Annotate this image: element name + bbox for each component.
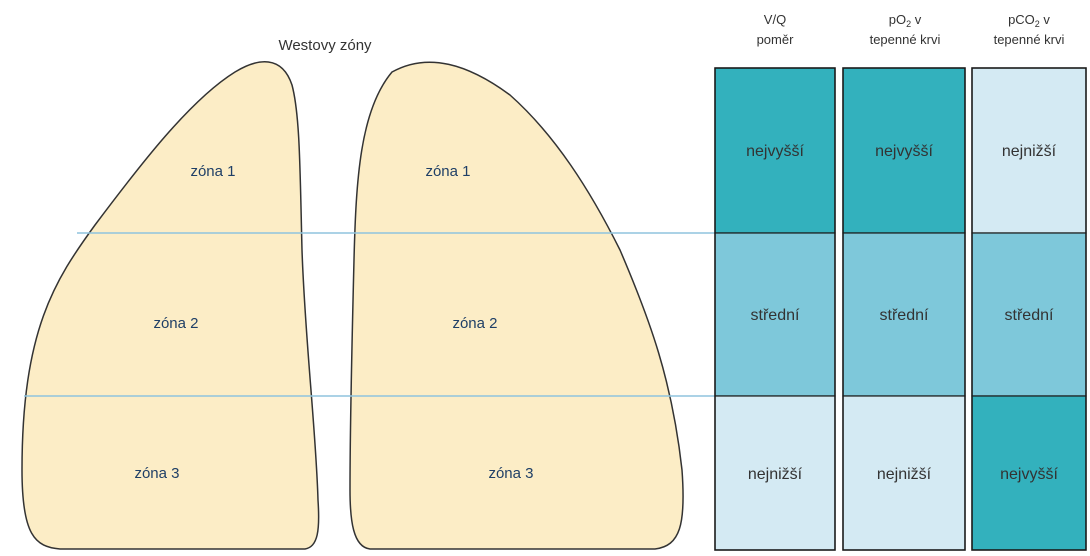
header-vq-line2: poměr — [757, 32, 795, 47]
cell-pco2-zone-3 — [971, 395, 1087, 551]
column-po2: nejvyšší střední nejnižší — [842, 67, 966, 551]
header-po2-prefix: pO — [889, 12, 906, 27]
cell-vq-zone-1-text: nejvyšší — [746, 143, 804, 160]
right-lung — [349, 61, 684, 550]
right-lung-zone-1-label: zóna 1 — [425, 163, 470, 180]
cell-vq-zone-2-text: střední — [751, 307, 800, 324]
cell-pco2-zone-2-text: střední — [1005, 307, 1054, 324]
cell-vq-zone-2 — [714, 232, 836, 397]
column-vq-frame — [714, 67, 836, 551]
cell-pco2-zone-2 — [971, 232, 1087, 397]
cell-po2-zone-1 — [842, 67, 966, 234]
diagram-title: Westovy zóny — [278, 37, 372, 54]
cell-po2-zone-1-text: nejvyšší — [875, 143, 933, 160]
header-po2-line2: tepenné krvi — [870, 32, 941, 47]
header-po2-subscript: 2 — [906, 19, 911, 29]
right-lung-zone-3-label: zóna 3 — [488, 465, 533, 482]
cell-vq-zone-3 — [714, 395, 836, 551]
header-pco2-subscript: 2 — [1035, 19, 1040, 29]
column-vq: nejvyšší střední nejnižší — [714, 67, 836, 551]
column-pco2: nejnižší střední nejvyšší — [971, 67, 1087, 551]
cell-vq-zone-3-text: nejnižší — [748, 466, 803, 483]
right-lung-zone-2-label: zóna 2 — [452, 315, 497, 332]
left-lung-zone-2-label: zóna 2 — [153, 315, 198, 332]
header-pco2-suffix: v — [1040, 12, 1051, 27]
column-pco2-frame — [971, 67, 1087, 551]
cell-po2-zone-2-text: střední — [880, 307, 929, 324]
column-po2-frame — [842, 67, 966, 551]
header-pco2-line1: pCO2 v — [1008, 12, 1050, 29]
left-lung — [21, 61, 320, 550]
cell-po2-zone-3 — [842, 395, 966, 551]
header-po2-suffix: v — [911, 12, 922, 27]
cell-pco2-zone-3-text: nejvyšší — [1000, 466, 1058, 483]
header-pco2-line2: tepenné krvi — [994, 32, 1065, 47]
cell-po2-zone-3-text: nejnižší — [877, 466, 932, 483]
left-lung-zone-3-label: zóna 3 — [134, 465, 179, 482]
header-po2-line1: pO2 v — [889, 12, 922, 29]
header-vq-line1: V/Q — [764, 12, 786, 27]
left-lung-zone-1-label: zóna 1 — [190, 163, 235, 180]
header-pco2-prefix: pCO — [1008, 12, 1035, 27]
cell-pco2-zone-1-text: nejnižší — [1002, 143, 1057, 160]
cell-pco2-zone-1 — [971, 67, 1087, 234]
